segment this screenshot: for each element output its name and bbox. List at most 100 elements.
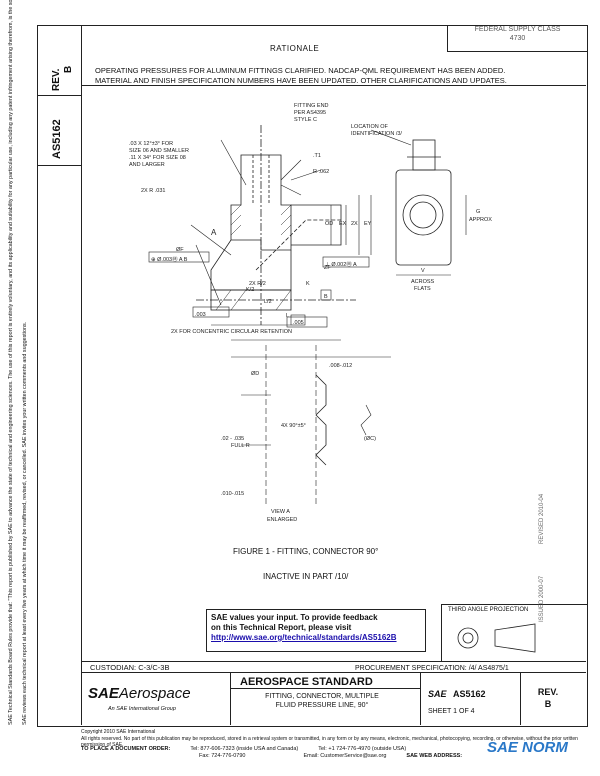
lbl-fcf1: ⊕ Ø.003Ⓜ A B <box>151 255 188 263</box>
desc-line1: FITTING, CONNECTOR, MULTIPLE <box>265 693 379 700</box>
custodian: CUSTODIAN: C-3/C-3B <box>90 663 170 672</box>
lbl-tol1: .003 <box>195 312 206 318</box>
feedback-line1: SAE values your input. To provide feedba… <box>211 613 378 622</box>
sae-mark: SAE <box>428 689 447 699</box>
lbl-v: V <box>421 268 425 274</box>
lbl-zf: ZF <box>324 265 331 271</box>
title-divider-1 <box>230 672 231 725</box>
third-angle-box <box>441 604 587 662</box>
fitting-drawing: FITTING END PER AS4395 STYLE C .03 X 12°… <box>129 103 492 523</box>
lbl-loc2: IDENTIFICATION /3/ <box>351 131 402 137</box>
rights: All rights reserved. No part of this pub… <box>81 735 578 749</box>
lbl-dim-dc: (ØC) <box>364 436 376 442</box>
doc-id-vertical: AS5162 <box>51 119 63 159</box>
lbl-r-b: R .062 <box>313 169 329 175</box>
lbl-runout: 2X FOR CONCENTRIC CIRCULAR RETENTION <box>171 329 292 335</box>
feature-control-frames <box>148 251 370 328</box>
lbl-2x: 2X <box>351 221 358 227</box>
lbl-across1: ACROSS <box>411 279 435 285</box>
lbl-phi-f: ØF <box>176 247 184 253</box>
side-notice-text-2: SAE reviews each technical report at lea… <box>22 321 28 725</box>
sae-norm-brand: SAE NORM <box>487 739 568 756</box>
view-a-detail <box>241 345 372 505</box>
feedback-line2: on this Technical Report, please visit <box>211 623 352 632</box>
lbl-tol2: .005 <box>293 320 304 326</box>
lbl-loc1: LOCATION OF <box>351 124 389 130</box>
sheet-number: SHEET 1 OF 4 <box>428 708 475 715</box>
title-rev-value: B <box>544 699 552 709</box>
sae-aerospace-logo: SAEAerospace <box>88 685 191 702</box>
lbl-enlarged: ENLARGED <box>267 517 297 523</box>
rationale-title: RATIONALE <box>270 44 320 53</box>
fsc-line1: FEDERAL SUPPLY CLASS <box>474 26 561 33</box>
lbl-view-a: VIEW A <box>271 509 290 515</box>
feedback-link[interactable]: http://www.sae.org/technical/standards/A… <box>211 633 397 642</box>
title-rev-label: REV. <box>537 687 559 697</box>
lbl-dim-010: .010-.015 <box>221 491 244 497</box>
tel2: Tel: +1 724-776-4970 (outside USA) <box>318 746 407 752</box>
lbl-rx2: 2X R/2 <box>249 281 266 287</box>
lbl-r-a: 2X R .031 <box>141 188 165 194</box>
side-notice-text: SAE Technical Standards Board Rules prov… <box>8 0 14 725</box>
sheet-border <box>37 25 588 727</box>
lbl-per: PER AS4395 <box>294 110 326 116</box>
drawing-labels: FITTING END PER AS4395 STYLE C .03 X 12°… <box>129 103 492 523</box>
lbl-approx: APPROX <box>469 217 492 223</box>
lbl-od: OD <box>325 221 333 227</box>
lbl-t: .T1 <box>313 153 321 159</box>
lbl-fitting-end: FITTING END <box>294 103 329 109</box>
lbl-chamfer1: .03 X 12°±3° FOR <box>129 141 173 147</box>
federal-supply-class: FEDERAL SUPPLY CLASS 4730 <box>447 25 587 52</box>
logo-aerospace: Aerospace <box>118 685 191 702</box>
strip-column <box>37 165 82 725</box>
lbl-dim-d: ØD <box>251 371 259 377</box>
doc-id-box: AS5162 <box>37 95 82 166</box>
aerospace-standard: AEROSPACE STANDARD <box>240 676 373 688</box>
feedback-box: SAE values your input. To provide feedba… <box>206 609 426 652</box>
lbl-fcf2: ⊥ Ø.002Ⓜ A <box>325 260 357 268</box>
title-block <box>81 661 586 726</box>
lbl-k-half: K/2 <box>246 287 254 293</box>
rationale-box <box>81 25 586 86</box>
logo-sae: SAE <box>88 685 119 702</box>
lbl-ex: EX <box>339 221 347 227</box>
footer-copyright: Copyright 2010 SAE International All rig… <box>81 729 586 749</box>
third-angle-label: THIRD ANGLE PROJECTION <box>448 607 529 613</box>
logo-subtitle: An SAE International Group <box>108 706 176 712</box>
rev-value: B <box>63 65 74 73</box>
order-label: TO PLACE A DOCUMENT ORDER: <box>81 746 171 752</box>
rev-box: REV. B <box>37 25 82 96</box>
lbl-lh: L/2 <box>264 299 272 305</box>
elbow-body <box>196 125 356 325</box>
issued-date: ISSUED 2000-07 <box>539 575 545 622</box>
lbl-b: B <box>324 294 328 300</box>
tel1: Tel: 877-606-7323 (inside USA and Canada… <box>190 746 299 752</box>
lbl-dim-4x: 4X 90°±5° <box>281 423 306 429</box>
lbl-chamfer2: SIZE 06 AND SMALLER <box>129 148 189 154</box>
lbl-g: G <box>476 209 480 215</box>
web-label: SAE WEB ADDRESS: <box>406 753 463 759</box>
lbl-a: A <box>211 228 217 237</box>
lbl-style: STYLE C <box>294 117 317 123</box>
rationale-text: OPERATING PRESSURES FOR ALUMINUM FITTING… <box>95 66 507 85</box>
fax: Fax: 724-776-0790 <box>199 753 246 759</box>
doc-description: FITTING, CONNECTOR, MULTIPLE FLUID PRESS… <box>247 692 397 710</box>
dimension-lines <box>190 139 391 358</box>
fsc-line2: 4730 <box>509 35 526 42</box>
figure-caption: FIGURE 1 - FITTING, CONNECTOR 90° <box>233 547 379 556</box>
lbl-dim-025: .02 - .035 <box>221 436 244 442</box>
lbl-full-r: FULL R <box>231 443 250 449</box>
lbl-chamfer3: .11 X 34° FOR SIZE 08 <box>129 155 186 161</box>
lbl-l: L <box>286 313 289 319</box>
inactive-note: INACTIVE IN PART /10/ <box>263 572 349 581</box>
email[interactable]: Email: CustomerService@sae.org <box>303 753 387 759</box>
doc-number-value: AS5162 <box>453 689 486 699</box>
revised-date: REVISED 2010-04 <box>539 493 545 544</box>
third-angle-symbol <box>457 623 536 653</box>
title-divider-2 <box>420 672 421 725</box>
copyright: Copyright 2010 SAE International <box>81 729 156 735</box>
title-row-line <box>81 672 586 673</box>
title-rev: REV. B <box>528 686 568 710</box>
lbl-ey: EY <box>364 221 372 227</box>
footer-order: TO PLACE A DOCUMENT ORDER: Tel: 877-606-… <box>81 746 462 760</box>
